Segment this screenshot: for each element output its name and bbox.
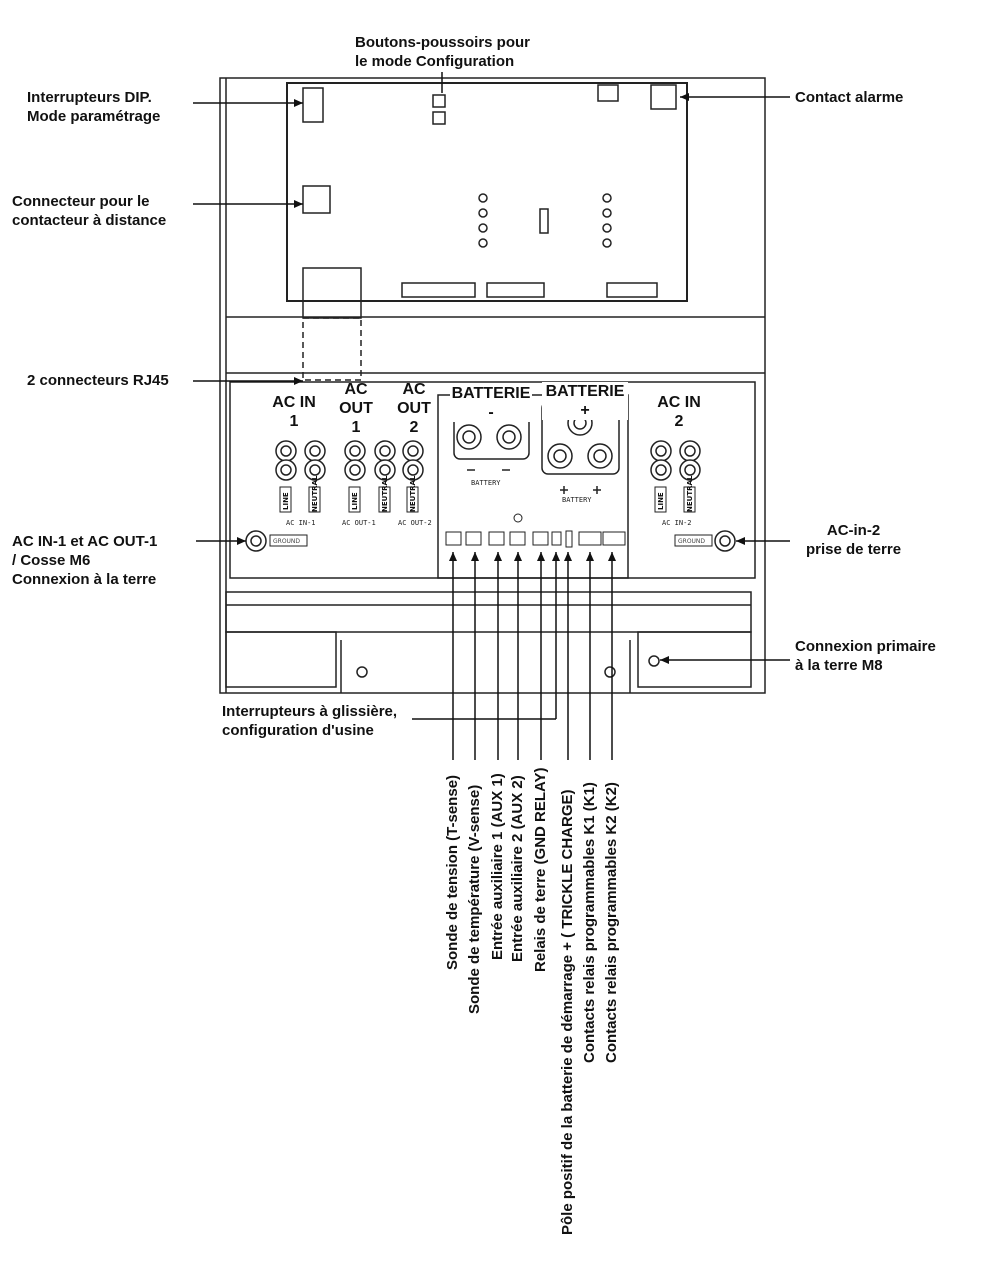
battery-minus-small-text: BATTERY: [471, 479, 501, 487]
battery-minus-heading: BATTERIE -: [450, 384, 532, 422]
push-buttons-label: Boutons-poussoirs pour le mode Configura…: [355, 33, 530, 71]
battery-minus-heading-text: BATTERIE -: [451, 385, 531, 421]
ground-text: GROUND: [678, 538, 705, 545]
ac-in1-heading: AC IN 1: [266, 393, 322, 431]
v-label-aux2: Entrée auxiliaire 2 (AUX 2): [509, 775, 526, 962]
battery-plus-small-text: BATTERY: [562, 496, 592, 504]
primary-ground-label: Connexion primaire à la terre M8: [795, 637, 936, 675]
neutral-text: NEUTRAL: [311, 475, 319, 512]
dip-switches-label: Interrupteurs DIP. Mode paramétrage: [27, 88, 160, 126]
ac-out1-small-text: AC OUT-1: [342, 519, 376, 527]
line-text: LINE: [351, 492, 359, 510]
neutral-text: NEUTRAL: [409, 475, 417, 512]
battery-plus-heading: BATTERIE +: [542, 382, 628, 420]
ac-out2-heading: AC OUT 2: [394, 380, 434, 437]
dip-switches-label-line1: Interrupteurs DIP.: [27, 89, 152, 106]
ac-in1-small-text: AC IN-1: [286, 519, 316, 527]
alarm-contact-label: Contact alarme: [795, 88, 903, 107]
ac-in2-heading-line1: AC IN: [657, 394, 701, 411]
ac-in1-ground-line3: Connexion à la terre: [12, 571, 157, 588]
v-label-trickle-charge: Pôle positif de la batterie de démarrage…: [559, 789, 576, 1235]
line-text: LINE: [282, 492, 290, 510]
primary-ground-line1: Connexion primaire: [795, 638, 936, 655]
slide-switches-label: Interrupteurs à glissière, configuration…: [222, 702, 397, 740]
rj45-label: 2 connecteurs RJ45: [27, 371, 169, 390]
neutral-text: NEUTRAL: [686, 475, 694, 512]
alarm-connector: [597, 84, 619, 102]
neutral-text: NEUTRAL: [381, 475, 389, 512]
control-board: [286, 82, 688, 302]
rj45-label-text: 2 connecteurs RJ45: [27, 372, 169, 389]
dip-switch-block: [302, 87, 324, 123]
push-buttons-label-line1: Boutons-poussoirs pour: [355, 34, 530, 51]
ac-out1-heading-line3: 1: [351, 419, 361, 436]
board-rings: [478, 193, 612, 248]
v-label-t-sense: Sonde de tension (T-sense): [444, 774, 461, 970]
dip-switches-label-line2: Mode paramétrage: [27, 108, 161, 125]
remote-connector-label-line2: contacteur à distance: [12, 212, 167, 229]
ac-in2-ground-label: AC-in-2 prise de terre: [806, 521, 901, 559]
remote-connector-block: [302, 185, 331, 214]
v-label-k1: Contacts relais programmables K1 (K1): [581, 782, 598, 1063]
ac-out1-heading: AC OUT 1: [336, 380, 376, 437]
alarm-contact-label-text: Contact alarme: [795, 89, 904, 106]
alarm-contact-block: [650, 84, 677, 110]
ac-in2-heading-line2: 2: [674, 413, 684, 430]
push-buttons-label-line2: le mode Configuration: [355, 53, 515, 70]
v-label-k2: Contacts relais programmables K2 (K2): [603, 782, 620, 1063]
line-text: LINE: [657, 492, 665, 510]
ac-out2-small-text: AC OUT-2: [398, 519, 432, 527]
push-button-2: [432, 111, 446, 125]
v-label-aux1: Entrée auxiliaire 1 (AUX 1): [489, 773, 506, 960]
battery-terminal-block: [437, 394, 629, 579]
v-label-v-sense: Sonde de température (V-sense): [466, 784, 483, 1014]
ground-text: GROUND: [273, 538, 300, 545]
ac-in1-heading-line2: 1: [289, 413, 299, 430]
primary-ground-line2: à la terre M8: [795, 657, 883, 674]
remote-connector-label-line1: Connecteur pour le: [12, 193, 150, 210]
slide-switches-line2: configuration d'usine: [222, 722, 374, 739]
ac-in1-ground-line1: AC IN-1 et AC OUT-1: [12, 533, 158, 550]
slide-switches-line1: Interrupteurs à glissière,: [222, 703, 398, 720]
battery-plus-heading-text: BATTERIE +: [545, 383, 625, 419]
v-label-gnd-relay: Relais de terre (GND RELAY): [532, 767, 549, 972]
ac-in2-small-text: AC IN-2: [662, 519, 692, 527]
enclosure-outline: [219, 77, 766, 694]
ac-out1-heading-line1: AC: [344, 381, 368, 398]
push-button-1: [432, 94, 446, 108]
ac-in2-heading: AC IN 2: [651, 393, 707, 431]
ac-out2-heading-line2: OUT: [397, 400, 431, 417]
remote-connector-label: Connecteur pour le contacteur à distance: [12, 192, 166, 230]
ac-terminal-screws: [245, 410, 736, 552]
ac-in1-ground-line2: / Cosse M6: [12, 552, 91, 569]
ac-out1-heading-line2: OUT: [339, 400, 373, 417]
ac-in1-ground-label: AC IN-1 et AC OUT-1 / Cosse M6 Connexion…: [12, 532, 157, 589]
ac-in2-ground-line2: prise de terre: [806, 541, 902, 558]
ac-in1-heading-line1: AC IN: [272, 394, 316, 411]
ac-out2-heading-line1: AC: [402, 381, 426, 398]
signal-connectors: [445, 513, 626, 548]
ac-out2-heading-line3: 2: [409, 419, 419, 436]
ac-in2-ground-line1: AC-in-2: [826, 522, 881, 539]
